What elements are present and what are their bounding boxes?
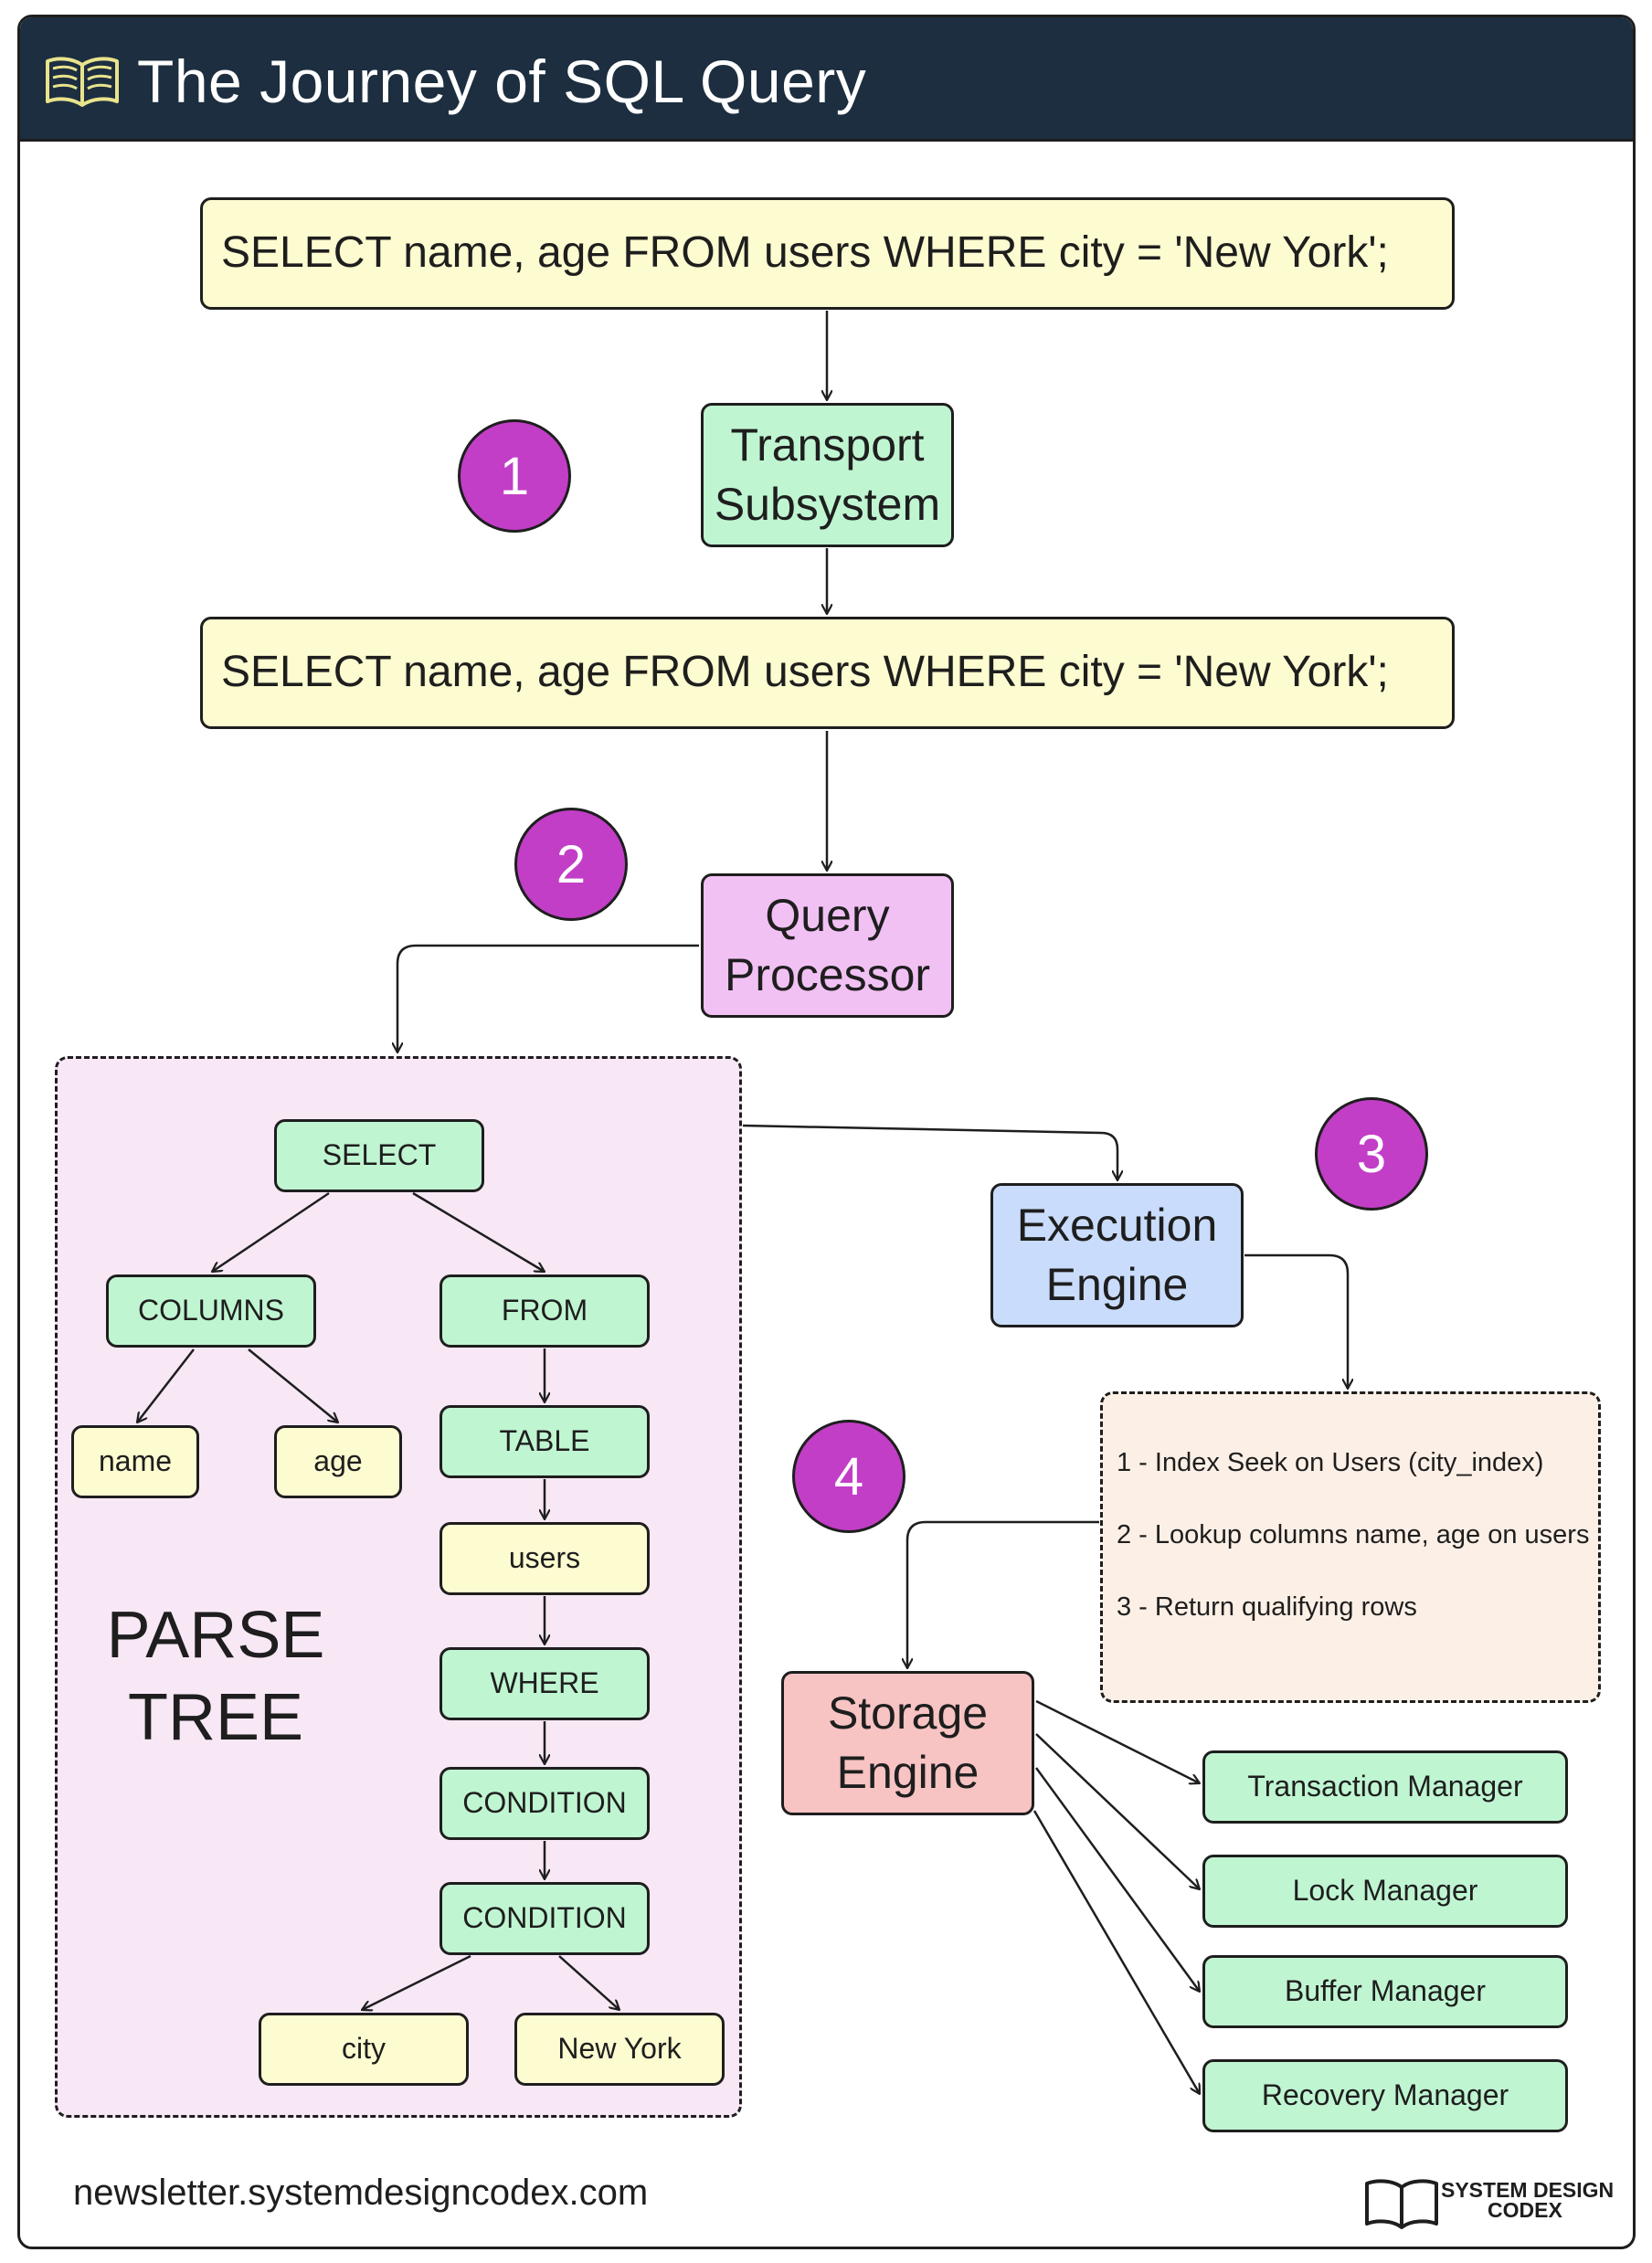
execution-plan-step: 2 - Lookup columns name, age on users [1117,1520,1590,1549]
storage-component-recovery-manager: Recovery Manager [1202,2059,1568,2132]
query-processor-label: Query Processor [724,890,931,1000]
sql-query-text: SELECT name, age FROM users WHERE city =… [221,648,1389,697]
step-badge-3: 3 [1315,1097,1428,1211]
step-badge-2: 2 [514,808,628,921]
execution-engine-box: Execution Engine [990,1183,1244,1327]
execution-plan-step: 3 - Return qualifying rows [1117,1592,1417,1622]
transport-subsystem-label: Transport Subsystem [714,419,941,530]
footer-url: newsletter.systemdesigncodex.com [73,2173,649,2213]
storage-engine-box: Storage Engine [781,1671,1034,1815]
parse-node-name: name [71,1425,199,1498]
transport-subsystem-box: Transport Subsystem [701,403,954,547]
parse-node-columns: COLUMNS [106,1274,316,1348]
parse-node-from: FROM [439,1274,650,1348]
book-icon [46,57,119,107]
sql-query-box-bottom: SELECT name, age FROM users WHERE city =… [200,617,1455,729]
parse-node-city: city [259,2013,469,2086]
storage-component-lock-manager: Lock Manager [1202,1855,1568,1928]
page-title: The Journey of SQL Query [137,48,867,115]
sql-query-box-top: SELECT name, age FROM users WHERE city =… [200,197,1455,310]
parse-node-where: WHERE [439,1647,650,1720]
query-processor-box: Query Processor [701,873,954,1018]
parse-node-table: TABLE [439,1405,650,1478]
header-bar: The Journey of SQL Query [20,17,1633,142]
parse-node-new-york: New York [514,2013,725,2086]
storage-component-buffer-manager: Buffer Manager [1202,1955,1568,2028]
logo-text: SYSTEM DESIGN [1441,2178,1615,2202]
step-badge-1: 1 [458,419,571,533]
storage-engine-label: Storage Engine [827,1687,989,1798]
parse-node-age: age [274,1425,402,1498]
parse-node-condition: CONDITION [439,1767,650,1840]
sql-query-text: SELECT name, age FROM users WHERE city =… [221,228,1389,278]
book-icon [1365,2179,1438,2229]
parse-tree-label: PARSE TREE [106,1599,325,1754]
parse-node-select: SELECT [274,1119,484,1192]
parse-node-users: users [439,1522,650,1595]
parse-node-condition: CONDITION [439,1882,650,1955]
storage-component-transaction-manager: Transaction Manager [1202,1750,1568,1824]
execution-plan-area [1100,1391,1601,1703]
execution-engine-label: Execution Engine [1016,1200,1218,1310]
step-badge-4: 4 [792,1420,905,1533]
logo-text: CODEX [1488,2198,1562,2222]
execution-plan-step: 1 - Index Seek on Users (city_index) [1117,1448,1544,1477]
